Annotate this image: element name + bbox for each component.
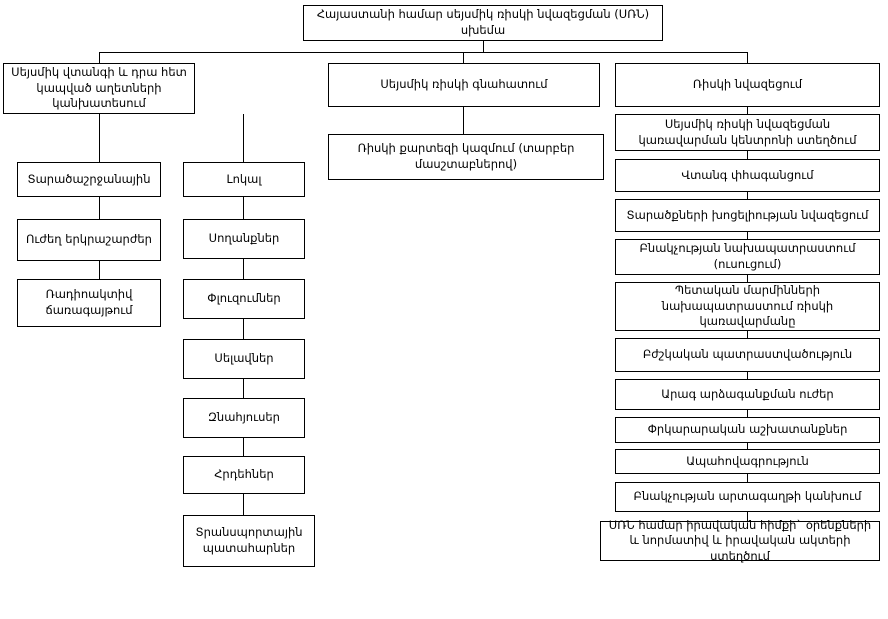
connector-reduction-chain-1 [747,107,748,114]
node-collapses[interactable]: Փլուզումներ [183,279,305,319]
node-local[interactable]: Լոկալ [183,162,305,197]
node-label: Սելավներ [214,351,274,366]
node-label: ՍՌՆ համար իրավական հիմքի` օրենքների և նո… [608,517,872,563]
node-regional[interactable]: Տարածաշրջանային [17,162,161,197]
node-label: Լոկալ [226,171,262,186]
node-center-creation[interactable]: Սեյսմիկ ռիսկի նվազեցման կառավարման կենտր… [615,114,880,151]
node-label: Բժշկական պատրաստվածություն [642,347,853,362]
node-population-preparation[interactable]: Բնակչության նախապատրաստում (ուսուցում) [615,239,880,275]
node-hazard-header[interactable]: Սեյսմիկ վտանգի և դրա հետ կապված աղետների… [3,63,195,114]
node-explosions[interactable]: Զնահյուսեր [183,398,305,438]
connector-reduction-chain-11 [747,512,748,521]
node-transport-accidents[interactable]: Տրանսպորտային պատահարներ [183,515,315,567]
node-label: Զնահյուսեր [208,410,280,425]
node-rescue-works[interactable]: Փրկարարական աշխատանքներ [615,417,880,443]
connector-regional-chain-2 [99,261,100,279]
connector-reduction-chain-7 [747,372,748,379]
node-label: Հրդեհներ [214,467,274,482]
connector-local-chain-5 [243,438,244,456]
node-label: Արագ արձագանքման ուժեր [661,386,834,401]
node-label: Սողանքներ [208,231,280,246]
connector-local-chain-2 [243,259,244,279]
node-label: Սեյսմիկ ռիսկի գնահատում [380,77,548,92]
node-fires[interactable]: Հրդեհներ [183,456,305,494]
node-medical-readiness[interactable]: Բժշկական պատրաստվածություն [615,338,880,372]
node-reduction-header[interactable]: Ռիսկի նվազեցում [615,63,880,107]
node-label: Ռիսկի նվազեցում [692,77,803,92]
node-label: Ապահովագրություն [686,453,809,468]
connector-assessment-chain-1 [463,107,464,134]
connector-regional-chain-1 [99,197,100,219]
node-rapid-response-forces[interactable]: Արագ արձագանքման ուժեր [615,379,880,410]
connector-main-bus [99,52,748,53]
node-insurance[interactable]: Ապահովագրություն [615,449,880,474]
node-radioactive-radiation[interactable]: Ռադիոակտիվ ճառագայթում [17,279,161,327]
node-floods[interactable]: Սելավներ [183,339,305,379]
connector-bus-to-hazard [99,52,100,63]
node-strong-earthquakes[interactable]: Ուժեղ երկրաշարժեր [17,219,161,261]
connector-local-chain-1 [243,197,244,219]
connector-root-to-bus [483,41,484,53]
node-label: Փրկարարական աշխատանքներ [647,422,848,437]
node-label: Ուժեղ երկրաշարժեր [26,232,152,247]
connector-reduction-chain-4 [747,232,748,239]
connector-local-chain-3 [243,319,244,339]
connector-reduction-chain-8 [747,410,748,417]
connector-hazard-to-local [243,114,244,162]
node-label: Վտանգ փհագանցում [681,167,814,182]
connector-local-chain-6 [243,494,244,515]
node-label: Տարածքների խոցելիության նվազեցում [626,207,869,222]
connector-reduction-chain-6 [747,331,748,338]
node-label: Սեյսմիկ ռիսկի նվազեցման կառավարման կենտր… [638,116,857,147]
node-legal-basis[interactable]: ՍՌՆ համար իրավական հիմքի` օրենքների և նո… [600,518,880,563]
connector-reduction-chain-2 [747,151,748,159]
node-root-title[interactable]: Հայաստանի համար սեյսմիկ ռիսկի նվազեցման … [303,5,663,41]
node-label: Տրանսպորտային պատահարներ [195,525,303,555]
node-population-evacuation[interactable]: Բնակչության արտագաղթի կանխում [615,482,880,512]
connector-reduction-chain-10 [747,474,748,482]
connector-reduction-chain-5 [747,275,748,282]
connector-local-chain-4 [243,379,244,398]
node-label: Սեյսմիկ վտանգի և դրա հետ կապված աղետների… [11,65,187,111]
node-label: Տարածաշրջանային [27,171,151,186]
node-label: Պետական մարմինների նախապատրաստում ռիսկի … [661,283,834,329]
node-label: Բնակչության նախապատրաստում (ուսուցում) [639,241,856,271]
node-label: Փլուզումներ [207,291,281,306]
node-risk-map[interactable]: Ռիսկի քարտեզի կազմում (տարբեր մասշտաբներ… [328,134,604,180]
connector-reduction-chain-9 [747,443,748,449]
connector-hazard-to-regional [99,114,100,162]
connector-reduction-chain-3 [747,192,748,199]
node-label: Բնակչության արտագաղթի կանխում [633,489,862,504]
node-state-bodies-risk-management[interactable]: Պետական մարմինների նախապատրաստում ռիսկի … [615,282,880,331]
connector-bus-to-assessment [463,52,464,63]
node-label: Ռիսկի քարտեզի կազմում (տարբեր մասշտաբներ… [357,141,575,171]
node-hazard-mitigation[interactable]: Վտանգ փհագանցում [615,159,880,192]
node-vulnerability-assessment[interactable]: Տարածքների խոցելիության նվազեցում [615,199,880,232]
node-label: Ռադիոակտիվ ճառագայթում [45,287,133,317]
node-landslides[interactable]: Սողանքներ [183,219,305,259]
node-label: Հայաստանի համար սեյսմիկ ռիսկի նվազեցման … [316,7,650,37]
connector-bus-to-reduction [747,52,748,63]
node-assessment-header[interactable]: Սեյսմիկ ռիսկի գնահատում [328,63,600,107]
